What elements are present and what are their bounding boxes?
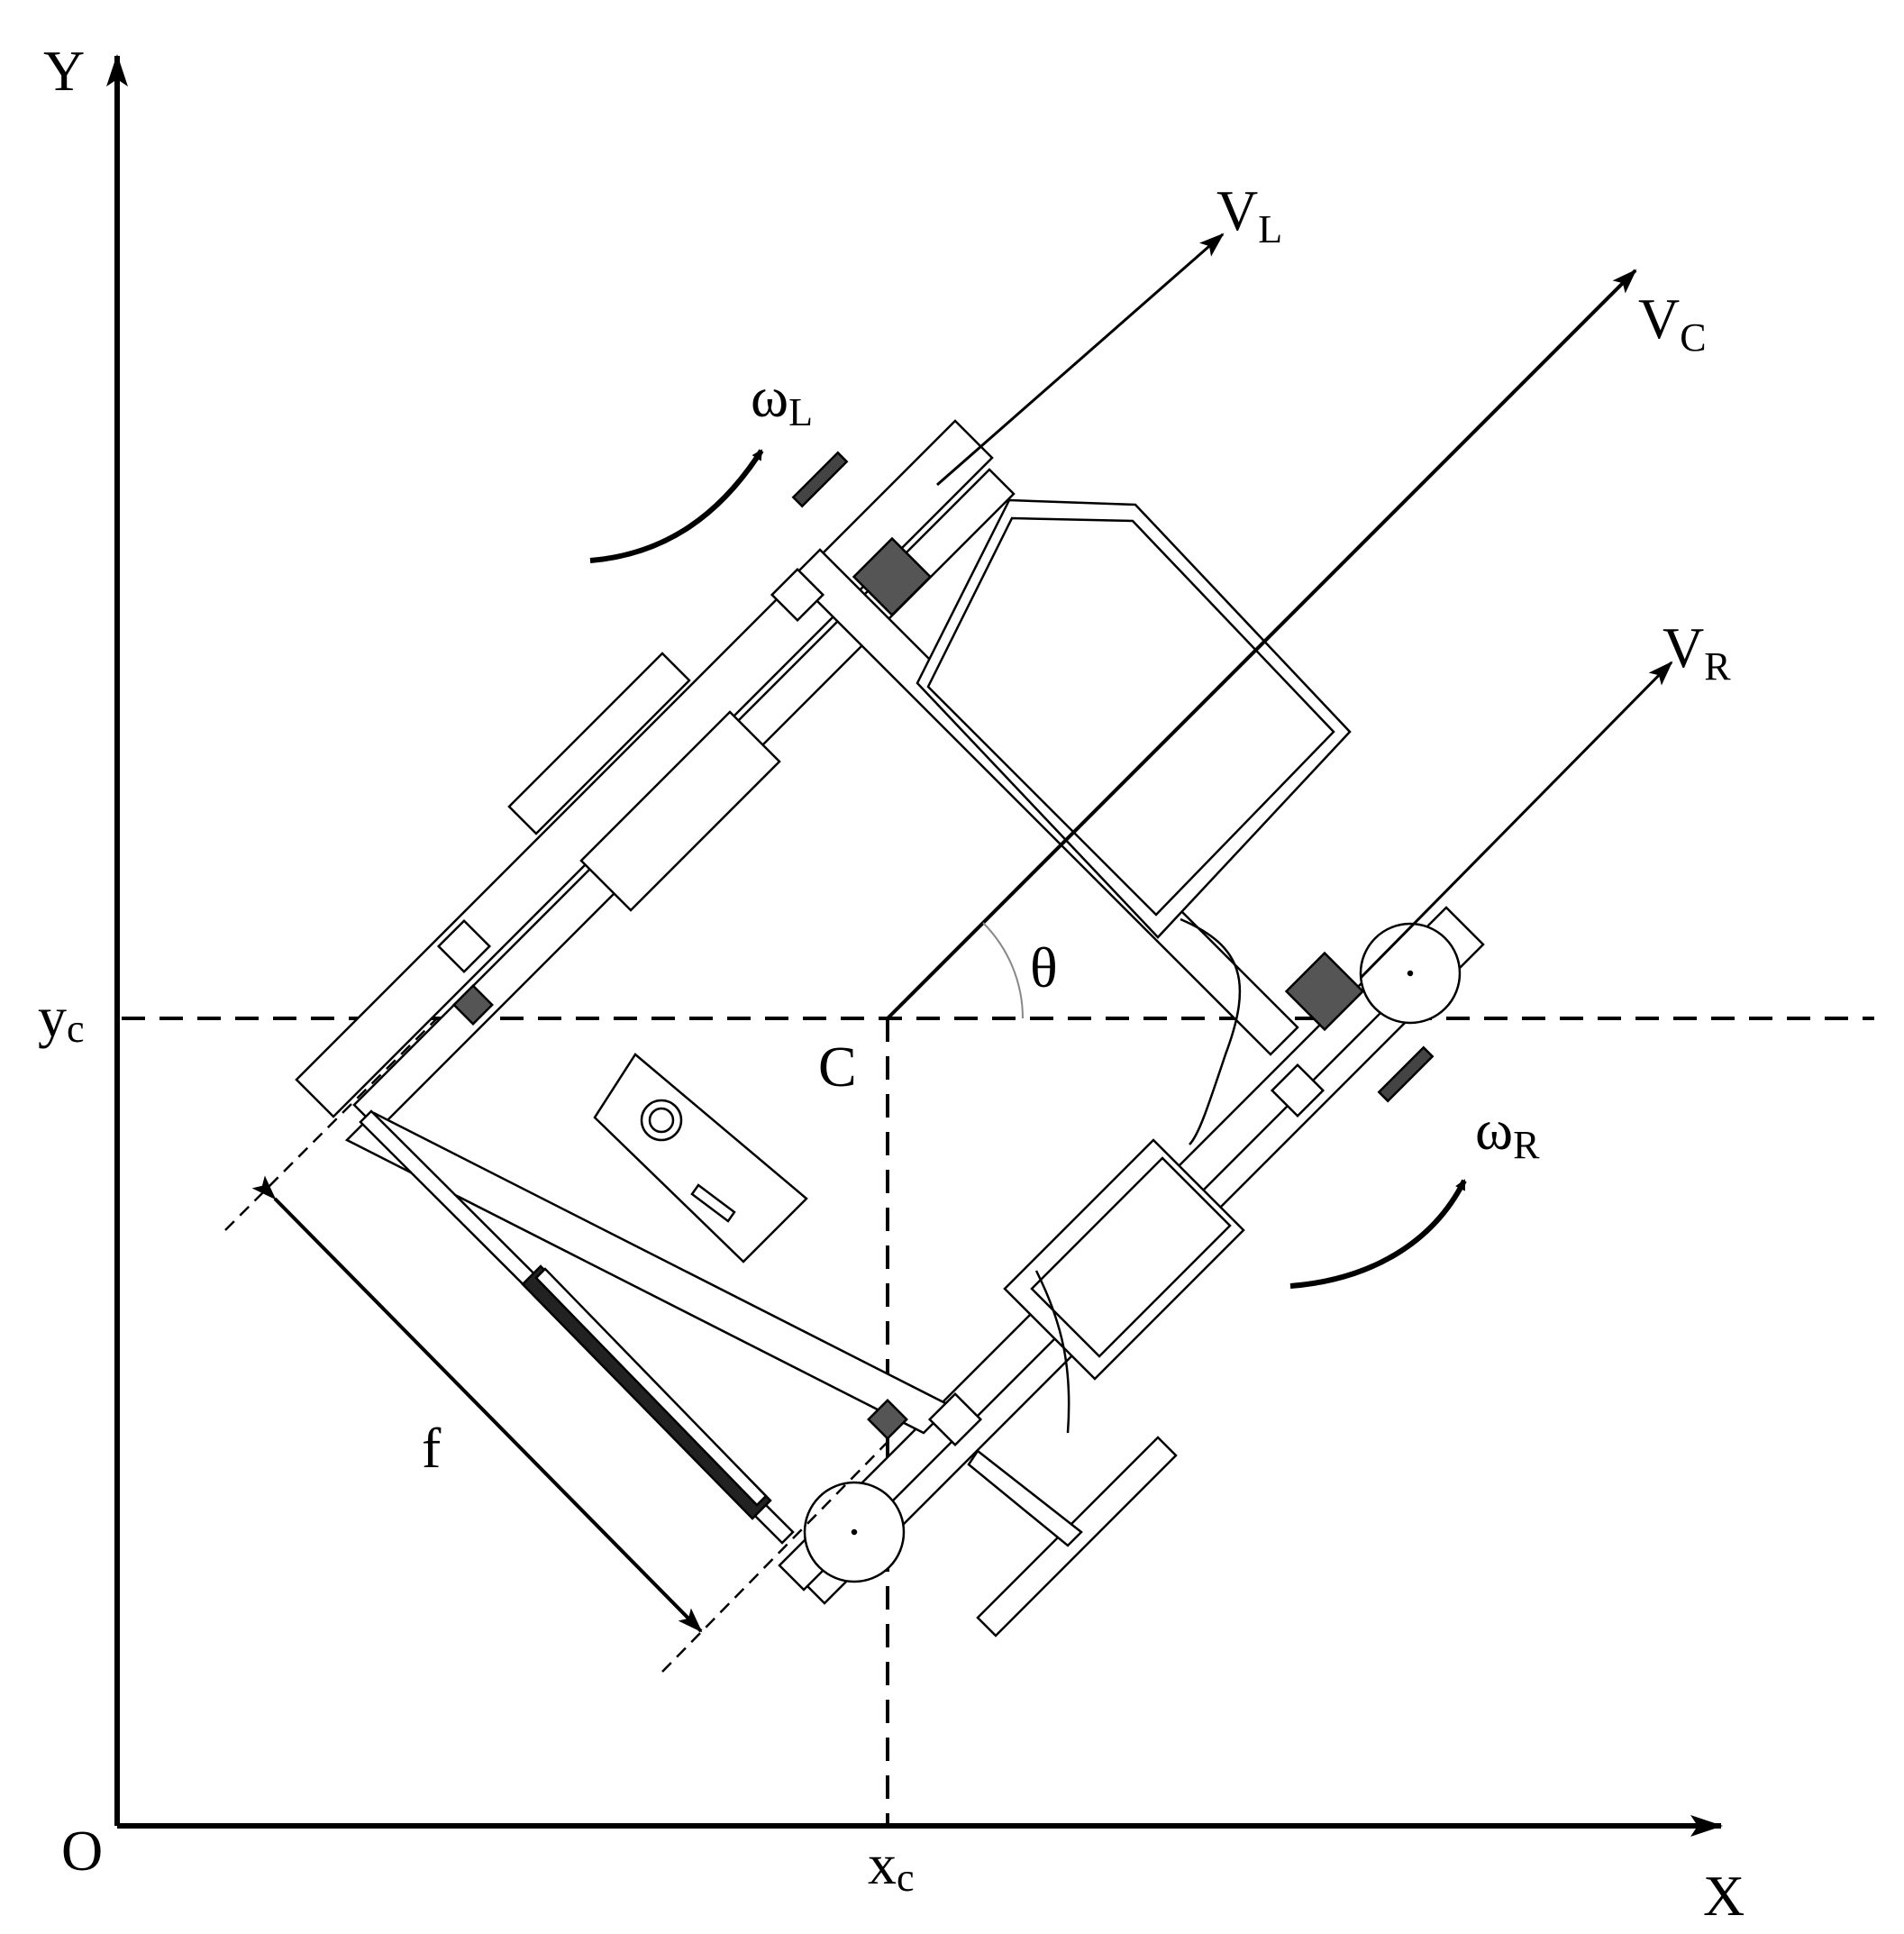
controller-button	[640, 1099, 683, 1142]
origin-label: O	[61, 1819, 103, 1883]
yc-label-main: y	[38, 985, 67, 1049]
omega-left-label-sub: L	[788, 390, 813, 434]
xc-label-sub: c	[897, 1856, 915, 1900]
left-drive-motor	[852, 536, 933, 617]
right-encoder-wheel	[1377, 1045, 1435, 1103]
vc-label-sub: C	[1680, 315, 1706, 360]
left-encoder-wheel	[791, 451, 849, 508]
battery-box-inner	[926, 516, 1335, 917]
vr-label: VR	[1663, 616, 1731, 689]
vl-label-sub: L	[1258, 207, 1282, 251]
omega-right-label: ωR	[1475, 1098, 1540, 1167]
omega-left-label-main: ω	[751, 365, 788, 429]
rear-wiring	[1034, 1270, 1070, 1434]
theta-arc	[982, 922, 1024, 1019]
corner-block-right	[1270, 1063, 1326, 1118]
right-lower-housing	[1003, 1138, 1245, 1381]
omega-right-label-sub: R	[1513, 1123, 1540, 1167]
left-motor-housing	[579, 710, 781, 912]
rear-right-motor	[867, 1399, 908, 1440]
vl-label-main: V	[1216, 178, 1258, 242]
theta-label: θ	[1030, 935, 1058, 999]
y-axis-label: Y	[43, 39, 85, 103]
battery-box	[916, 498, 1352, 939]
vr-label-sub: R	[1704, 644, 1731, 689]
rear-sensor-mount	[967, 1449, 1083, 1547]
yc-label-sub: c	[67, 1007, 85, 1051]
rear-caster-hub	[851, 1528, 858, 1536]
vl-vector	[936, 233, 1225, 487]
reference-lines	[122, 1017, 1874, 1826]
yc-label: yc	[38, 985, 85, 1051]
left-motor-block	[507, 652, 691, 835]
corner-block-top	[770, 567, 825, 623]
f-dimension-line	[251, 1175, 703, 1633]
dimension-f-label: f	[422, 1416, 442, 1480]
dimension-f	[224, 1017, 888, 1673]
rear-left-motor	[452, 984, 494, 1026]
vr-vector	[1359, 661, 1673, 980]
corner-block-bottom	[927, 1391, 983, 1447]
omega-right-label-main: ω	[1475, 1098, 1513, 1162]
xc-label: xc	[868, 1832, 915, 1900]
right-lower-housing-inner	[1030, 1156, 1232, 1358]
controller-box	[593, 1053, 808, 1263]
vl-label: VL	[1216, 178, 1282, 251]
vc-label: VC	[1638, 287, 1707, 360]
vr-label-main: V	[1663, 616, 1704, 680]
left-side-rail	[295, 419, 994, 1118]
omega-right-arc	[1289, 1179, 1467, 1289]
x-axis-label: X	[1703, 1864, 1745, 1928]
f-extension-line-bottom	[661, 1441, 888, 1673]
front-caster-hub	[1407, 970, 1414, 977]
vc-label-main: V	[1638, 287, 1680, 351]
right-drive-motor	[1284, 951, 1365, 1032]
center-point-label: C	[818, 1035, 857, 1099]
omega-left-label: ωL	[751, 365, 813, 434]
wiring-harness	[1180, 917, 1242, 1145]
velocity-vectors	[886, 233, 1673, 1020]
controller-button-inner	[648, 1107, 675, 1134]
xc-label-main: x	[868, 1832, 897, 1896]
omega-left-arc	[589, 449, 764, 563]
vc-vector	[886, 269, 1637, 1020]
coordinate-axes	[106, 54, 1723, 1837]
corner-block-left	[436, 918, 492, 974]
